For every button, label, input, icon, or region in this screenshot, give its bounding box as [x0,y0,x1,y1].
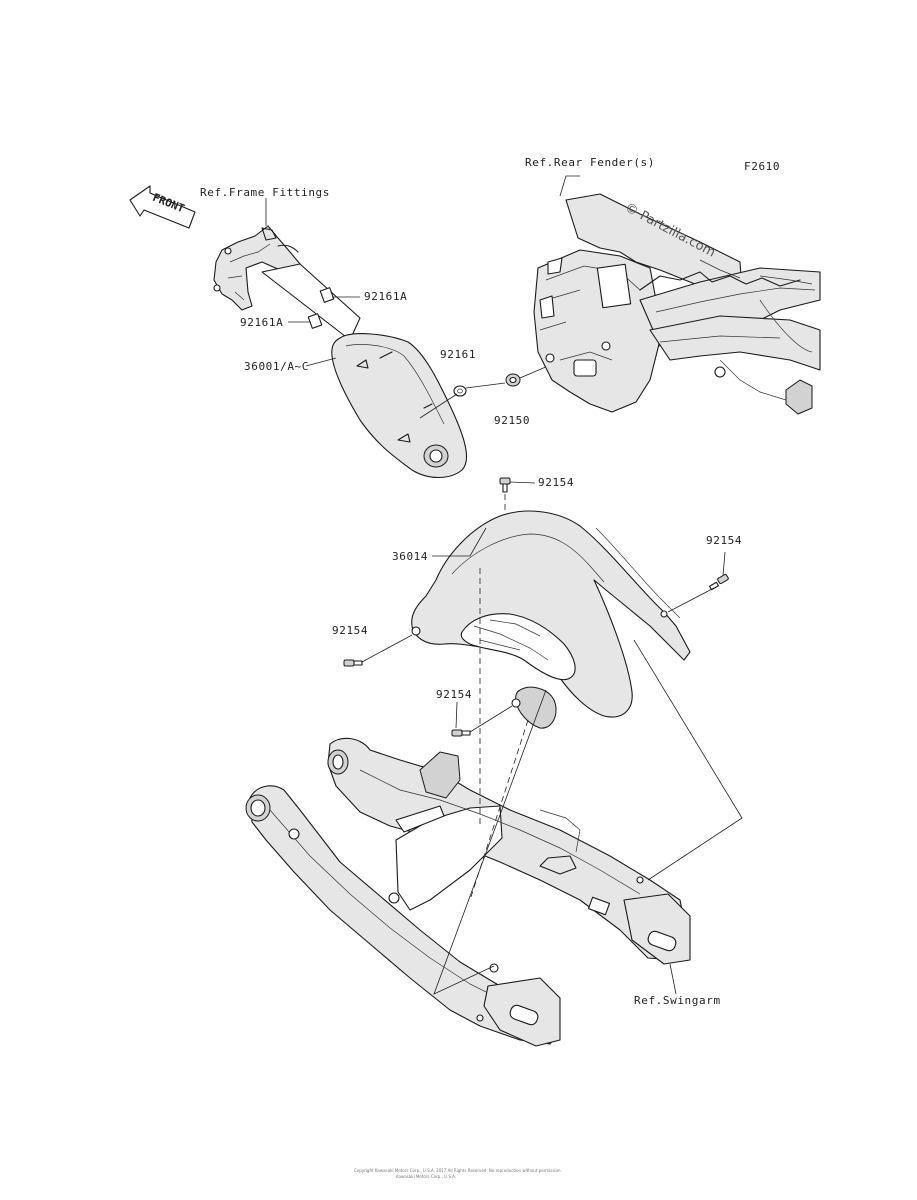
rear-frame-assembly [533,193,821,415]
label-92154-center: 92154 [436,688,472,701]
swingarm [245,737,691,1047]
bolt-92154-right [708,573,729,591]
label-diagram-code: F2610 [744,160,780,173]
label-92154-left: 92154 [332,624,368,637]
chain-cover-36001 [261,263,468,479]
label-92161a-lower: 92161A [240,316,283,329]
bolt-92154-left [343,659,363,667]
label-92150: 92150 [494,414,530,427]
label-ref-swingarm: Ref.Swingarm [634,994,721,1007]
label-92161: 92161 [440,348,476,361]
label-92154-right: 92154 [706,534,742,547]
washer-92161 [453,385,467,397]
clip-92161a-lower [307,313,323,329]
front-arrow-icon: FRONT [129,185,196,229]
label-ref-rear-fender: Ref.Rear Fender(s) [525,156,655,169]
label-36001: 36001/A~C [244,360,309,373]
footer-company: Kawasaki Motors Corp., U.S.A. [396,1174,456,1179]
clip-92161a-upper [319,287,335,303]
collar-92150 [505,373,521,387]
chain-guard-36014 [411,510,691,729]
bolt-92154-top [499,477,511,493]
label-92161a-upper: 92161A [364,290,407,303]
footer-copyright: Copyright Kawasaki Motors Corp., U.S.A. … [354,1168,562,1173]
label-ref-frame-fittings: Ref.Frame Fittings [200,186,330,199]
frame-fitting-bracket [213,225,301,311]
bolt-92154-center [451,729,471,737]
label-36014: 36014 [392,550,428,563]
label-92154-top: 92154 [538,476,574,489]
